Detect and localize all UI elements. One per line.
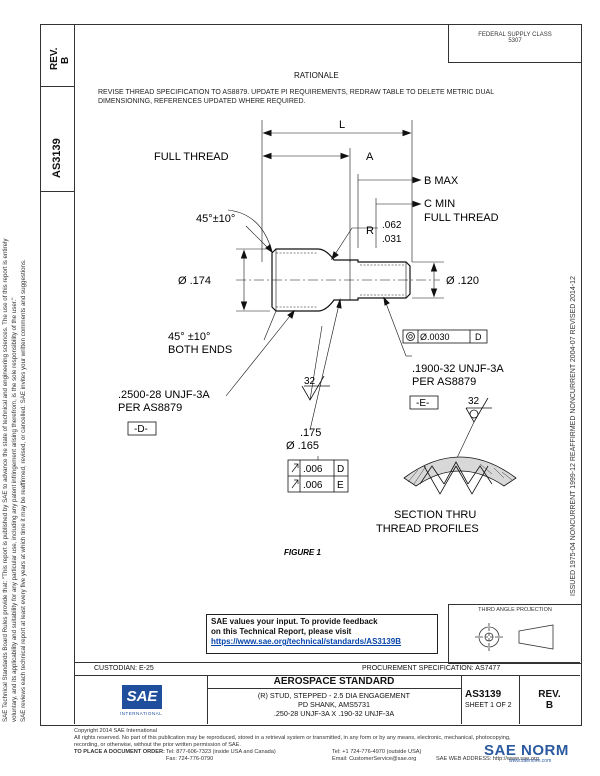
c-full-thread-label: FULL THREAD [424,212,499,224]
left-doc-box: AS3139 [40,86,74,192]
order-fax: Fax: 724-776-0790 [166,756,214,762]
dia-right: Ø .120 [446,275,479,287]
figure-caption: FIGURE 1 [284,548,321,557]
dia-left: Ø .174 [178,275,211,287]
supply-class-value: 5307 [508,38,522,44]
left-doc-number: AS3139 [51,138,63,178]
feedback-box: SAE values your input. To provide feedba… [206,614,438,654]
thread-left-1: .2500-28 UNJF-3A [118,389,210,401]
title-rev-label: REV. [538,689,561,700]
side-legal-text-2: voluntary, and its applicability and sui… [11,297,18,722]
rev-cell: REV. B [519,675,580,724]
sae-logo: SAE [122,685,162,709]
left-rev-box: REV. B [40,24,74,87]
doc-number-cell: AS3139 SHEET 1 OF 2 [461,675,520,724]
runout-2-datum: E [337,480,344,491]
aerospace-standard-heading: AEROSPACE STANDARD [207,675,461,689]
dia-mid-max: .175 [300,427,321,439]
section-title-1: SECTION THRU [394,509,476,521]
feedback-line-1: SAE values your input. To provide feedba… [211,617,378,626]
sheet-number: SHEET 1 OF 2 [465,702,512,709]
thread-left-2: PER AS8879 [118,402,182,414]
rationale-text: REVISE THREAD SPECIFICATION TO AS8879. U… [98,89,494,105]
c-min-label: C MIN [424,198,455,210]
angle-bottom-2: BOTH ENDS [168,344,232,356]
radius-label: R [366,225,374,237]
third-angle-symbol [475,623,554,651]
custodian-row: CUSTODIAN: E-25 PROCUREMENT SPECIFICATIO… [74,662,580,676]
order-tel-1: Tel: 877-606-7323 (inside USA and Canada… [166,749,276,755]
procurement-spec: PROCUREMENT SPECIFICATION: AS7477 [362,665,501,672]
runout-1-value: .006 [303,464,323,475]
angle-top: 45°±10° [196,213,235,225]
footer-copyright: Copyright 2014 SAE International [74,728,158,734]
page-frame [40,24,582,726]
runout-2-value: .006 [303,480,323,491]
fcf-diameter: Ø.0030 [420,332,450,342]
full-thread-label: FULL THREAD [154,151,229,163]
custodian-label: CUSTODIAN: E-25 [94,665,154,672]
third-angle-projection-box: THIRD ANGLE PROJECTION [448,604,581,664]
section-title-2: THREAD PROFILES [376,523,479,535]
dia-mid-min: Ø .165 [286,440,319,452]
left-rev-label: REV. [49,47,60,70]
radius-max: .062 [382,220,402,231]
order-label: TO PLACE A DOCUMENT ORDER: [74,749,165,755]
footer-rights: All rights reserved. No part of this pub… [74,735,511,741]
sae-logo-cell: SAE INTERNATIONAL [74,675,208,724]
radius-min: .031 [382,234,402,245]
order-tel-2: Tel: +1 724-776-4970 (outside USA) [332,749,422,755]
title-description-cell: AEROSPACE STANDARD (R) STUD, STEPPED - 2… [207,675,462,724]
side-legal-text-1: SAE Technical Standards Board Rules prov… [2,238,9,723]
feedback-link[interactable]: https://www.sae.org/technical/standards/… [211,637,401,646]
title-line-1: (R) STUD, STEPPED - 2.5 DIA ENGAGEMENT [257,691,411,700]
title-block: SAE INTERNATIONAL AEROSPACE STANDARD (R)… [74,675,580,724]
feedback-line-2: on this Technical Report, please visit [211,627,352,636]
runout-1-datum: D [337,464,344,475]
third-angle-title: THIRD ANGLE PROJECTION [478,607,552,613]
title-line-2: PD SHANK, AMS5731 [298,700,370,709]
left-column: REV. B AS3139 [40,24,75,724]
thread-right-1: .1900-32 UNJF-3A [412,363,504,375]
supply-class-label: FEDERAL SUPPLY CLASS [478,32,552,38]
side-legal-text-3: SAE reviews each technical report at lea… [20,259,27,722]
dim-l: L [339,119,345,131]
rationale-title: RATIONALE [294,71,339,80]
datum-d: -D- [134,424,148,435]
title-rev-value: B [545,700,554,711]
stud-drawing: L A FULL THREAD B MAX C MIN FULL THREAD … [118,119,517,557]
fcf-datum: D [475,332,482,342]
datum-e: -E- [416,398,429,409]
footer: Copyright 2014 SAE International All rig… [74,728,584,763]
order-email[interactable]: Email: CustomerService@sae.org [332,756,417,762]
finish-2: 32 [468,396,480,407]
sae-web-address[interactable]: SAE WEB ADDRESS: http://www.sae.org [436,756,539,762]
sae-logo-sub: INTERNATIONAL [120,711,163,716]
title-doc-number: AS3139 [465,689,502,700]
supply-class-box: FEDERAL SUPPLY CLASS 5307 [448,24,581,63]
dim-a: A [366,151,374,163]
left-rev-value: B [60,56,71,64]
thread-right-2: PER AS8879 [412,376,476,388]
b-max-label: B MAX [424,175,459,187]
title-line-3: .250-28 UNJF-3A X .190-32 UNJF-3A [273,709,395,718]
angle-bottom-1: 45° ±10° [168,331,210,343]
watermark-text: SAE NORM [484,742,569,759]
finish-1: 32 [304,376,316,387]
footer-rights-2: recording, or otherwise, without the pri… [74,742,241,748]
watermark-sub: www.saenorm.com [509,758,552,764]
